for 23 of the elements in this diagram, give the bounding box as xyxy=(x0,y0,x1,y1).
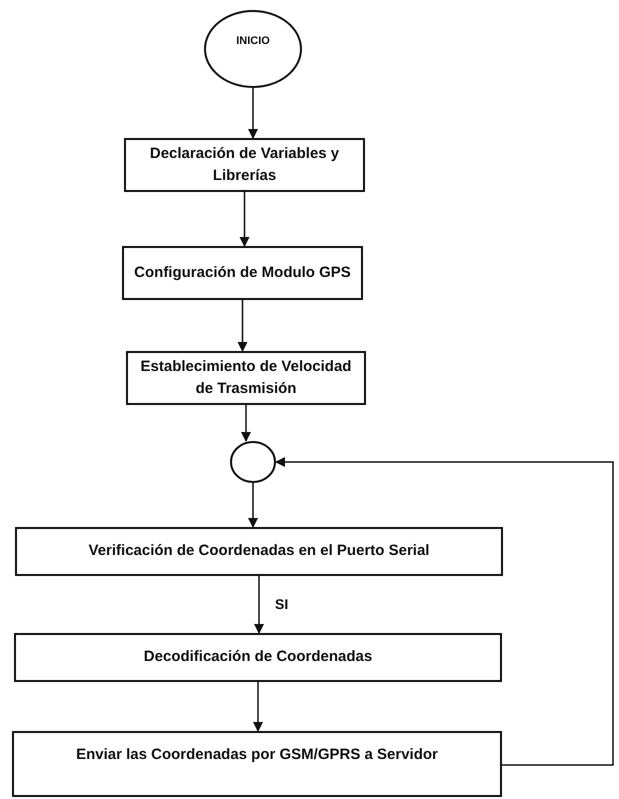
node-text: Configuración de Modulo GPS xyxy=(134,263,351,284)
arrow xyxy=(275,457,614,766)
arrow xyxy=(240,192,250,247)
node-text: Declaración de Variables y Librerías xyxy=(148,144,340,186)
node-text: Enviar las Coordenadas por GSM/GPRS a Servidor xyxy=(76,745,438,765)
arrow xyxy=(248,88,258,139)
node-text: Decodificación de Coordenadas xyxy=(144,647,372,667)
node-text: Establecimiento de Velocidad de Trasmisión xyxy=(140,357,352,399)
arrow xyxy=(253,682,263,732)
process-box xyxy=(15,527,503,576)
node-text: Verificación de Coordenadas en el Puerto Serial xyxy=(88,541,430,561)
process-box xyxy=(14,633,502,682)
process-box xyxy=(124,138,365,192)
node-text: INICIO xyxy=(236,34,270,49)
start-ellipse xyxy=(204,10,302,88)
arrow xyxy=(254,576,264,634)
process-box xyxy=(126,351,366,405)
arrow xyxy=(248,483,258,528)
process-box xyxy=(12,731,502,797)
connector-circle xyxy=(230,441,276,483)
arrow xyxy=(238,300,248,352)
arrow xyxy=(241,405,251,442)
process-box xyxy=(122,246,363,300)
